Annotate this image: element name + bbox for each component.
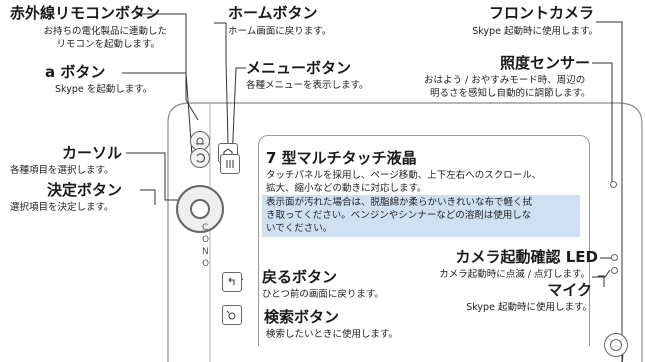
- menu-title: メニューボタン: [246, 59, 352, 77]
- ir-remote-desc-1: お持ちの電化製品に連動した: [43, 26, 167, 37]
- front-camera-desc: Skype 起動時に使用します。: [472, 26, 598, 37]
- back-button[interactable]: [222, 272, 242, 292]
- light-sensor-title: 照度センサー: [499, 54, 590, 72]
- back-title: 戻るボタン: [262, 268, 338, 286]
- device-side-text: CONO: [202, 223, 210, 269]
- cursor-ring[interactable]: [176, 185, 224, 233]
- front-camera-title: フロントカメラ: [488, 4, 594, 22]
- camera-lens: [610, 339, 622, 351]
- leader-enter: [140, 189, 156, 205]
- leader-cursor: [126, 152, 185, 201]
- touch-lcd-title: 7 型マルチタッチ液晶: [266, 149, 417, 167]
- menu-icon: [226, 160, 234, 168]
- touch-lcd-note-1: 表示面が汚れた場合は、脱脂綿か柔らかいきれいな布で軽く拭: [266, 197, 533, 208]
- mic-desc: Skype 起動時に使用します。: [466, 302, 592, 313]
- back-desc: ひとつ前の画面に戻ります。: [262, 289, 384, 300]
- touch-lcd-note-2: き取ってください。ベンジンやシンナーなどの溶剤は使用しな: [266, 210, 532, 221]
- camera-led-desc: カメラ起動時に点滅 / 点灯します。: [439, 269, 590, 280]
- light-sensor: [610, 181, 617, 188]
- menu-button[interactable]: [220, 154, 240, 174]
- enter-title: 決定ボタン: [47, 181, 123, 199]
- back-arrow-icon: [228, 277, 235, 285]
- mic-title: マイク: [547, 281, 592, 299]
- search-desc: 検索したいときに使用します。: [266, 329, 399, 340]
- camera-led-title: カメラ起動確認 LED: [455, 248, 598, 266]
- light-sensor-desc-1: おはよう / おやすみモード時、周辺の: [424, 75, 586, 86]
- leader-light-sensor: [592, 62, 615, 186]
- touch-lcd-desc-2: 拡大、縮小などの動きに対応します。: [266, 183, 427, 194]
- cursor-desc: 各種項目を選択します。: [10, 165, 114, 176]
- ir-remote-button[interactable]: [190, 131, 210, 151]
- a-button-desc: Skype を起動します。: [55, 84, 153, 95]
- touch-lcd-note-3: いでください。: [266, 223, 333, 234]
- enter-desc: 選択項目を決定します。: [10, 202, 114, 213]
- leader-mic-bracket: [598, 275, 605, 287]
- home-title: ホームボタン: [228, 4, 318, 22]
- search-title: 検索ボタン: [264, 308, 340, 326]
- ir-remote-title: 赤外線リモコンボタン: [10, 4, 161, 22]
- a-button-title: a ボタン: [45, 63, 106, 81]
- touch-lcd-callout: [258, 135, 590, 346]
- touch-lcd-desc-1: タッチパネルを採用し、ページ移動、上下左右へのスクロール、: [266, 170, 542, 181]
- leader-home: [214, 22, 229, 144]
- front-camera: [604, 333, 628, 357]
- search-button[interactable]: [222, 305, 242, 325]
- ir-icon: [196, 137, 204, 145]
- microphone: [611, 267, 618, 274]
- enter-button[interactable]: [190, 199, 210, 219]
- cursor-title: カーソル: [62, 144, 123, 162]
- a-button[interactable]: [190, 148, 210, 168]
- light-sensor-desc-2: 明るさを感知し自動的に調節します。: [430, 88, 591, 99]
- ir-remote-desc-2: リモコンを起動します。: [56, 39, 160, 50]
- touch-lcd-note: 表示面が汚れた場合は、脱脂綿か柔らかいきれいな布で軽く拭 き取ってください。ベン…: [262, 195, 580, 237]
- camera-led: [611, 254, 618, 261]
- search-icon: [226, 310, 236, 320]
- a-icon: [196, 153, 205, 163]
- home-desc: ホーム画面に戻ります。: [228, 26, 332, 37]
- leader-mic: [592, 269, 611, 278]
- menu-desc: 各種メニューを表示します。: [246, 80, 369, 91]
- leader-front-camera: [596, 21, 624, 362]
